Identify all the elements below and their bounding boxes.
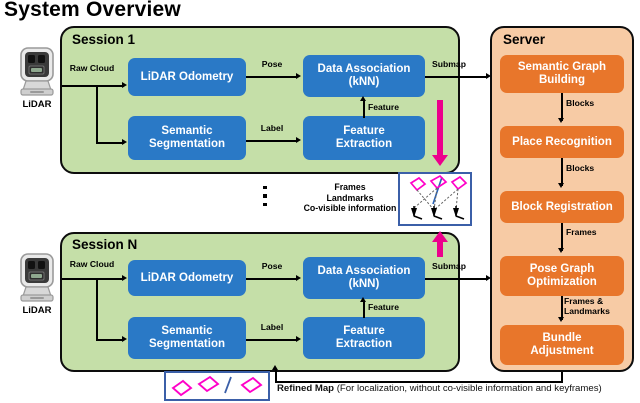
magenta-arrow-down-head — [432, 155, 448, 166]
arrow-pose-n — [296, 274, 301, 281]
frames-label: Frames — [566, 227, 597, 237]
payload-label: Frames Landmarks Co-visible information — [303, 182, 397, 214]
label-label-1: Label — [260, 123, 284, 133]
server-wire-2 — [561, 158, 563, 186]
lidar-sensor-icon — [12, 252, 62, 304]
arrow-label-n — [296, 335, 301, 342]
frames-landmarks-label: Frames & Landmarks — [564, 296, 610, 316]
raw-cloud-wire-1 — [62, 85, 124, 87]
block-bundle-adjustment[interactable]: Bundle Adjustment — [500, 325, 624, 365]
arrow-blocks-2 — [557, 183, 564, 188]
arrow-raw-to-segmentation-1 — [122, 138, 127, 145]
block-feature-extraction-session-1[interactable]: Feature Extraction — [303, 116, 425, 160]
server-wire-1 — [561, 93, 563, 121]
arrow-submap-n — [486, 274, 491, 281]
refined-map-illustration — [164, 371, 270, 401]
lidar-sensor-icon — [12, 46, 62, 98]
raw-cloud-to-segmentation-1 — [96, 142, 124, 144]
label-label-n: Label — [260, 322, 284, 332]
submap-wire-n — [425, 278, 488, 280]
lidar-label-session-n: LiDAR — [22, 305, 52, 316]
arrow-frames-landmarks — [557, 317, 564, 322]
block-semantic-graph-building[interactable]: Semantic Graph Building — [500, 55, 624, 93]
pose-wire-n — [246, 278, 297, 280]
session-n-title: Session N — [72, 237, 138, 252]
raw-cloud-branch-n — [96, 278, 98, 340]
frames-landmarks-covisibility-illustration — [398, 172, 472, 226]
feature-wire-1 — [363, 101, 365, 118]
raw-cloud-branch-1 — [96, 85, 98, 143]
session-1-title: Session 1 — [72, 32, 136, 47]
arrow-feature-n — [359, 297, 366, 302]
block-data-association-session-1[interactable]: Data Association (kNN) — [303, 55, 425, 97]
feature-wire-n — [363, 302, 365, 318]
page-title: System Overview — [4, 0, 181, 21]
refined-map-wire-up — [275, 370, 277, 382]
raw-cloud-label-n: Raw Cloud — [69, 259, 115, 269]
label-wire-n — [246, 339, 297, 341]
block-feature-extraction-session-n[interactable]: Feature Extraction — [303, 317, 425, 359]
submap-wire-1 — [425, 76, 488, 78]
block-place-recognition[interactable]: Place Recognition — [500, 126, 624, 158]
arrow-raw-to-odometry-1 — [122, 81, 127, 88]
arrow-blocks-1 — [557, 118, 564, 123]
block-semantic-segmentation-session-n[interactable]: Semantic Segmentation — [128, 317, 246, 359]
raw-cloud-to-segmentation-n — [96, 339, 124, 341]
pose-wire-1 — [246, 76, 297, 78]
session-1-panel — [60, 26, 460, 174]
arrow-feature-1 — [359, 96, 366, 101]
submap-label-n: Submap — [432, 261, 466, 271]
server-wire-4 — [561, 296, 563, 320]
pose-label-1: Pose — [261, 59, 283, 69]
raw-cloud-to-odometry-1 — [96, 85, 124, 87]
feature-label-1: Feature — [368, 102, 400, 112]
label-wire-1 — [246, 140, 297, 142]
feature-label-n: Feature — [368, 302, 400, 312]
arrow-pose-1 — [296, 72, 301, 79]
magenta-arrow-down-stem — [437, 100, 443, 156]
block-data-association-session-n[interactable]: Data Association (kNN) — [303, 257, 425, 299]
refined-map-wire-left — [275, 381, 563, 383]
pose-label-n: Pose — [261, 261, 283, 271]
arrow-raw-to-odometry-n — [122, 274, 127, 281]
magenta-arrow-up-stem — [437, 241, 443, 257]
block-block-registration[interactable]: Block Registration — [500, 191, 624, 223]
block-lidar-odometry-session-n[interactable]: LiDAR Odometry — [128, 260, 246, 296]
submap-label-1: Submap — [432, 59, 466, 69]
vertical-ellipsis — [263, 186, 267, 206]
server-title: Server — [503, 32, 546, 47]
refined-map-caption: Refined Map (For localization, without c… — [277, 383, 602, 394]
refined-map-caption-rest: (For localization, without co-visible in… — [334, 383, 602, 394]
block-semantic-segmentation-session-1[interactable]: Semantic Segmentation — [128, 116, 246, 160]
arrow-raw-to-segmentation-n — [122, 335, 127, 342]
arrow-frames — [557, 248, 564, 253]
block-lidar-odometry-session-1[interactable]: LiDAR Odometry — [128, 58, 246, 96]
blocks-label-2: Blocks — [566, 163, 595, 173]
magenta-arrow-up-head — [432, 231, 448, 242]
raw-cloud-to-odometry-n — [96, 278, 124, 280]
lidar-label-session-1: LiDAR — [22, 99, 52, 110]
arrow-refined-map — [271, 365, 278, 370]
arrow-submap-1 — [486, 72, 491, 79]
blocks-label-1: Blocks — [566, 98, 595, 108]
raw-cloud-label-1: Raw Cloud — [69, 63, 115, 73]
arrow-label-1 — [296, 136, 301, 143]
refined-map-caption-bold: Refined Map — [277, 383, 335, 394]
raw-cloud-wire-n — [62, 278, 124, 280]
refined-map-wire-down — [561, 372, 563, 382]
server-wire-3 — [561, 223, 563, 251]
block-pose-graph-optimization[interactable]: Pose Graph Optimization — [500, 256, 624, 296]
